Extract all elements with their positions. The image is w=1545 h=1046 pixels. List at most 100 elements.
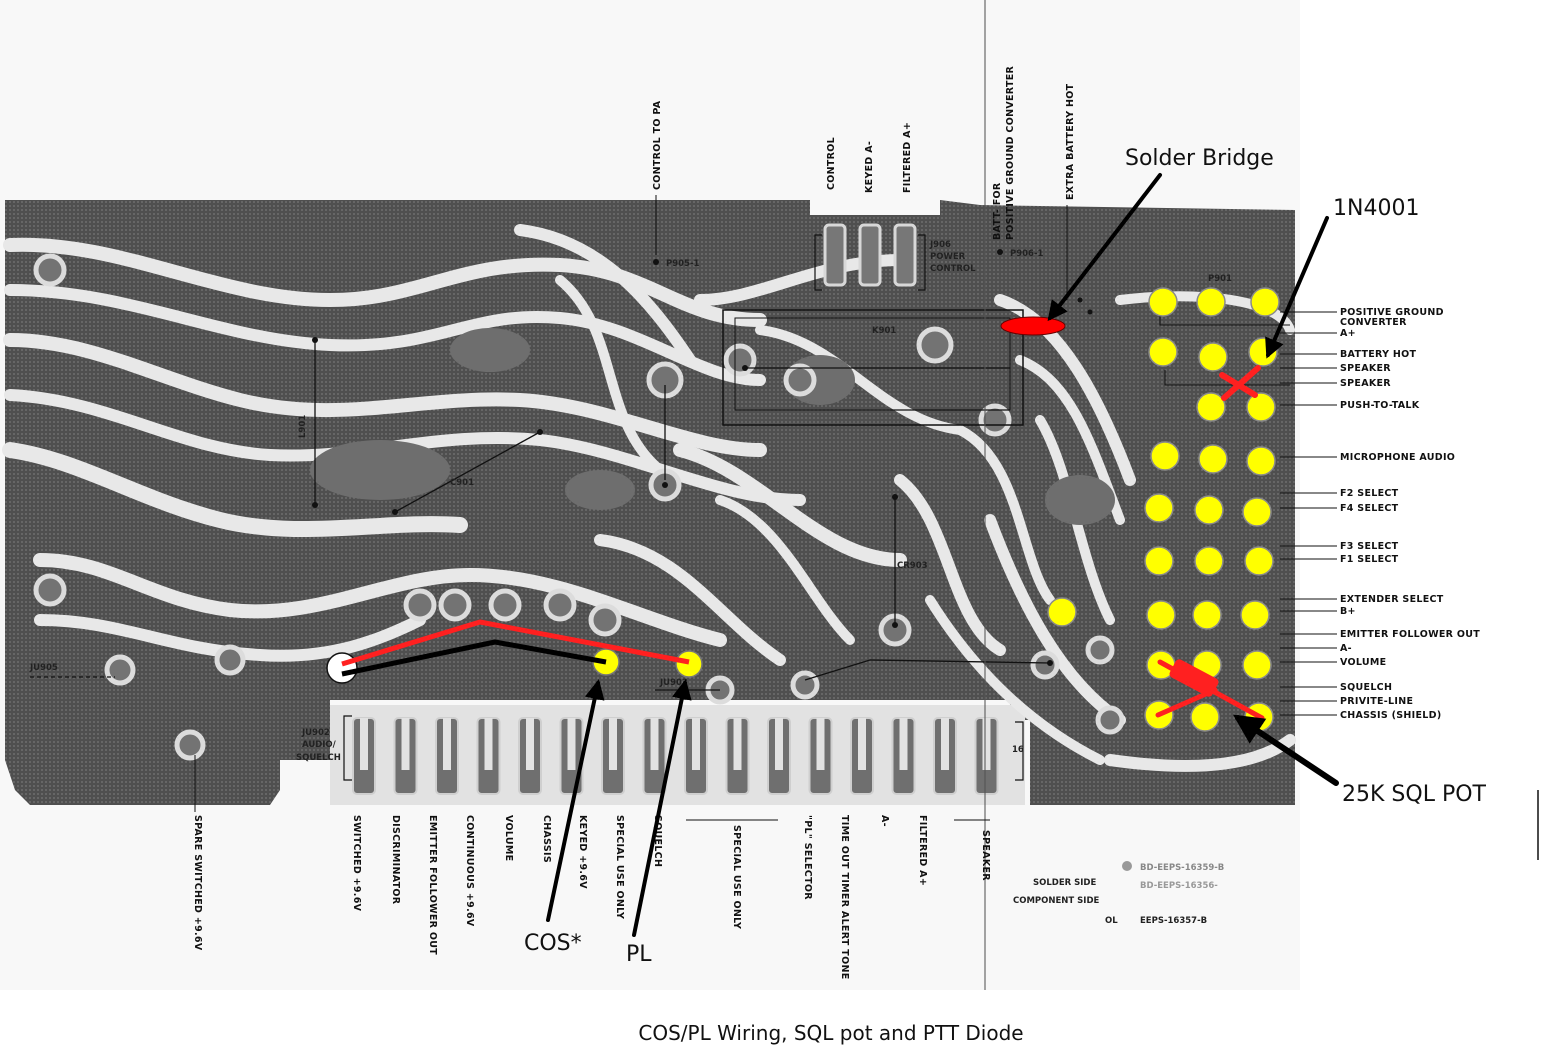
top-label-control: CONTROL: [826, 137, 837, 190]
connector-finger-gap: [401, 718, 410, 770]
p901-pad: [1146, 600, 1176, 630]
legend-ol: OL: [1105, 916, 1118, 926]
bottom-label: CONTINUOUS +9.6V: [464, 815, 475, 927]
legend-block: BD-EEPS-16359-B SOLDER SIDE BD-EEPS-1635…: [1013, 861, 1224, 926]
bottom-label: SQUELCH: [652, 815, 663, 867]
label-audio: AUDIO/: [302, 740, 337, 750]
label-power: POWER: [930, 252, 966, 262]
label-control: CONTROL: [930, 264, 976, 274]
p901-pad: [1246, 392, 1276, 422]
solder-bridge-mark: [1000, 316, 1066, 336]
label-p906-1: P906-1: [1010, 249, 1044, 259]
connector-finger-gap: [899, 718, 908, 770]
connector-finger-gap: [733, 718, 742, 770]
annotation-arrows: [546, 173, 1339, 937]
sql-pot-mark: [1155, 659, 1265, 721]
wire-origin-pad: [326, 652, 358, 684]
label-j906: J906: [929, 240, 951, 250]
annotation-solder-bridge: Solder Bridge: [1125, 146, 1274, 171]
annotation-cos: COS*: [524, 931, 582, 956]
p901-pad: [1196, 392, 1226, 422]
p901-pad: [1148, 337, 1178, 367]
right-label: SQUELCH: [1340, 682, 1392, 693]
right-label: EMITTER FOLLOWER OUT: [1340, 629, 1480, 640]
bottom-label: DISCRIMINATOR: [390, 815, 401, 905]
right-label: POSITIVE GROUND: [1340, 307, 1444, 318]
annotation-1n4001: 1N4001: [1333, 196, 1419, 221]
p901-pad: [1242, 497, 1272, 527]
right-label: BATTERY HOT: [1340, 349, 1417, 360]
figure-caption: COS/PL Wiring, SQL pot and PTT Diode: [638, 1021, 1023, 1045]
right-label: SPEAKER: [1340, 363, 1391, 374]
connector-finger-gap: [692, 718, 700, 770]
black-wire-cos: [341, 639, 607, 677]
right-label: PUSH-TO-TALK: [1340, 400, 1420, 411]
p901-pad: [1196, 287, 1226, 317]
right-label: CHASSIS (SHIELD): [1340, 710, 1441, 721]
bottom-label: SPEAKER: [980, 830, 991, 881]
connector-finger-gap: [360, 718, 368, 770]
p901-pad: [1194, 546, 1224, 576]
top-label-extra-battery-hot: EXTRA BATTERY HOT: [1065, 83, 1076, 200]
label-squelch: SQUELCH: [296, 753, 341, 763]
connector-finger-gap: [650, 718, 659, 770]
bottom-label: FILTERED A+: [917, 815, 928, 886]
right-label: F4 SELECT: [1340, 503, 1399, 514]
connector-finger-gap: [982, 718, 991, 770]
bottom-label: KEYED +9.6V: [577, 815, 588, 889]
right-label: CONVERTER: [1340, 317, 1407, 328]
right-label: F2 SELECT: [1340, 488, 1399, 499]
bottom-label: A-: [879, 815, 890, 827]
p901-pad: [1198, 342, 1228, 372]
p901-pad: [1240, 600, 1270, 630]
connector-finger-gap: [609, 718, 617, 770]
connector-finger-gap: [816, 718, 825, 770]
bottom-label: SPECIAL USE ONLY: [614, 815, 625, 919]
connector-finger-gap: [858, 718, 866, 770]
bottom-label: SPARE SWITCHED +9.6V: [192, 815, 203, 951]
diode-x-mark: [1219, 365, 1261, 401]
label-cr903: CR903: [897, 561, 928, 571]
pcb-board: [2, 200, 1296, 805]
legend-component-side: COMPONENT SIDE: [1013, 896, 1100, 906]
bottom-label: EMITTER FOLLOWER OUT: [427, 815, 438, 955]
connector-finger-gap: [526, 718, 534, 770]
p901-pad: [1148, 287, 1178, 317]
right-label: MICROPHONE AUDIO: [1340, 452, 1455, 463]
connector-finger-gap: [775, 718, 783, 770]
legend-solder-side: SOLDER SIDE: [1033, 878, 1096, 888]
connector-finger-gap: [443, 718, 451, 770]
legend-code-2: BD-EEPS-16356-: [1140, 881, 1218, 891]
p901-pad: [1244, 546, 1274, 576]
top-label-control-to-pa: CONTROL TO PA: [652, 100, 663, 190]
label-p901: P901: [1208, 274, 1232, 284]
right-label: B+: [1340, 606, 1356, 617]
p901-pad: [1150, 441, 1180, 471]
top-label-keyed-a-minus: KEYED A-: [864, 141, 875, 193]
annotation-pl: PL: [626, 942, 652, 967]
board-label-group: P905-1 J906 POWER CONTROL P906-1 K901 L9…: [29, 240, 1232, 763]
bottom-label-group: SPARE SWITCHED +9.6V SWITCHED +9.6V DISCRI…: [192, 755, 991, 980]
label-k901: K901: [872, 326, 896, 336]
p901-pad: [1198, 444, 1228, 474]
right-label: A+: [1340, 328, 1356, 339]
bottom-label: SWITCHED +9.6V: [351, 815, 362, 912]
p901-pad: [1250, 287, 1280, 317]
label-c901: C901: [450, 478, 474, 488]
pl-pad: [675, 650, 703, 678]
bottom-label: VOLUME: [503, 815, 514, 861]
top-label-filtered-a-plus: FILTERED A+: [902, 122, 913, 193]
bottom-label: "PL" SELECTOR: [802, 815, 813, 900]
label-ju905: JU905: [29, 663, 58, 673]
connector-finger-gap: [484, 718, 493, 770]
annotation-25k-sql-pot: 25K SQL POT: [1342, 782, 1487, 807]
p901-pad: [1242, 650, 1272, 680]
right-label: A-: [1340, 643, 1352, 654]
connector-finger-gap: [567, 718, 576, 770]
top-label-batt-minus: BATT- FOR: [992, 182, 1003, 240]
p901-pad: [1190, 702, 1220, 732]
red-wire-pl: [341, 619, 690, 667]
bottom-label: SPECIAL USE ONLY: [731, 825, 742, 929]
label-pin16: 16: [1012, 745, 1024, 755]
